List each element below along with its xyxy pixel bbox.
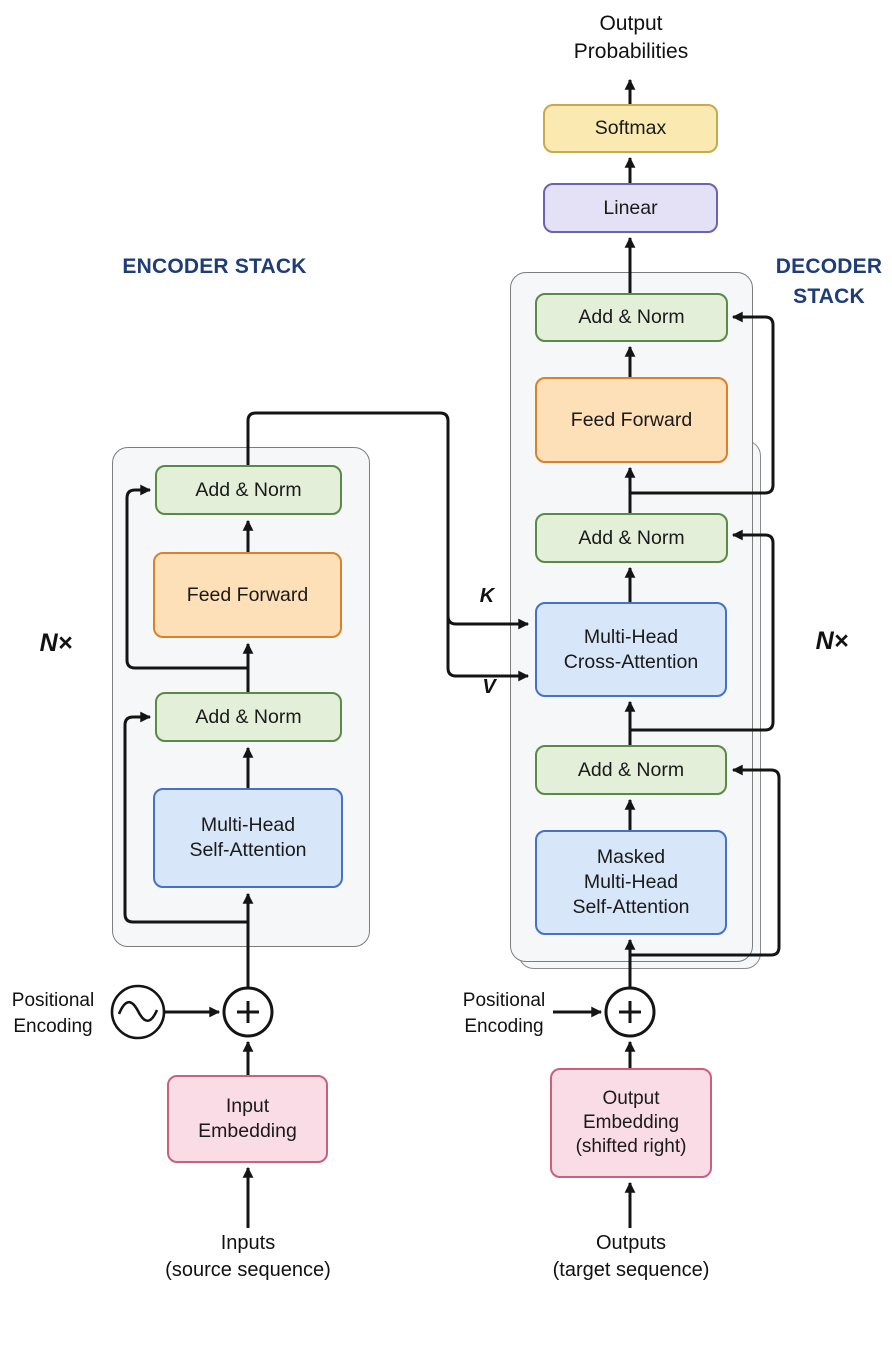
- input-embedding-line1: Input: [225, 1095, 270, 1118]
- linear-box: Linear: [543, 183, 718, 233]
- inputs-caption-line2: (source sequence): [165, 1259, 331, 1281]
- decoder-stack-heading: DECODER STACK: [766, 252, 892, 313]
- encoder-pe-line2: Encoding: [13, 1015, 93, 1037]
- encoder-attention-skip: [123, 711, 248, 924]
- decoder-cross-attention-line1: Multi-Head: [583, 625, 679, 648]
- value-label: V: [482, 676, 496, 698]
- linear-label: Linear: [603, 196, 658, 219]
- decoder-add-norm-mid-box: Add & Norm: [535, 513, 728, 563]
- decoder-masked-attention-line3: Self-Attention: [572, 895, 690, 918]
- output-probabilities-line2: Probabilities: [573, 40, 689, 64]
- encoder-feed-forward-box: Feed Forward: [153, 552, 342, 638]
- decoder-repeat-label: N×: [815, 627, 849, 655]
- output-embedding-box: Output Embedding (shifted right): [550, 1068, 712, 1178]
- encoder-self-attention-box: Multi-Head Self-Attention: [153, 788, 343, 888]
- decoder-masked-attention-line2: Multi-Head: [583, 871, 679, 894]
- encoder-stack-heading: ENCODER STACK: [122, 255, 307, 278]
- encoder-to-decoder-kv-wires: [246, 411, 530, 682]
- decoder-residual-connections: [630, 311, 781, 957]
- encoder-plus-glyph: [237, 1001, 259, 1023]
- output-probabilities-label: Output Probabilities: [556, 10, 706, 67]
- decoder-masked-attention-box: Masked Multi-Head Self-Attention: [535, 830, 727, 935]
- decoder-add-norm-top-label: Add & Norm: [578, 306, 685, 329]
- softmax-box: Softmax: [543, 104, 718, 153]
- encoder-feedforward-skip: [125, 484, 248, 670]
- softmax-label: Softmax: [594, 117, 667, 140]
- decoder-add-norm-bottom-box: Add & Norm: [535, 745, 727, 795]
- outputs-caption-line1: Outputs: [595, 1232, 667, 1254]
- output-embedding-line3: (shifted right): [575, 1136, 687, 1158]
- decoder-plus-glyph: [619, 1001, 641, 1023]
- decoder-pe-line1: Positional: [462, 990, 546, 1011]
- decoder-cross-attention-skip: [630, 529, 775, 732]
- input-embedding-line2: Embedding: [198, 1120, 297, 1142]
- value-wire: [246, 411, 530, 682]
- encoder-self-attention-line1: Multi-Head: [200, 814, 296, 837]
- inputs-caption-line1: Inputs: [220, 1232, 276, 1254]
- decoder-add-norm-top-box: Add & Norm: [535, 293, 728, 342]
- input-embedding-box: Input Embedding: [167, 1075, 328, 1163]
- decoder-feed-forward-box: Feed Forward: [535, 377, 728, 463]
- decoder-feed-forward-label: Feed Forward: [570, 408, 693, 431]
- decoder-positional-encoding-label: Positional Encoding: [454, 988, 554, 1039]
- inputs-caption: Inputs (source sequence): [148, 1230, 348, 1284]
- decoder-feedforward-skip: [630, 311, 775, 495]
- sine-wave-curve: [117, 1000, 159, 1023]
- encoder-add-norm-bottom-box: Add & Norm: [155, 692, 342, 742]
- key-label: K: [479, 585, 495, 607]
- encoder-add-norm-bottom-label: Add & Norm: [195, 705, 302, 728]
- decoder-masked-attention-line1: Masked: [596, 846, 666, 869]
- encoder-pe-line1: Positional: [11, 990, 95, 1011]
- decoder-cross-attention-box: Multi-Head Cross-Attention: [535, 602, 727, 697]
- key-wire: [446, 600, 530, 630]
- encoder-repeat-label: N×: [39, 629, 73, 657]
- encoder-self-attention-line2: Self-Attention: [189, 839, 307, 861]
- decoder-heading-line1: DECODER: [775, 255, 883, 278]
- outputs-caption-line2: (target sequence): [552, 1259, 710, 1281]
- encoder-add-norm-top-label: Add & Norm: [195, 478, 302, 501]
- encoder-add-norm-top-box: Add & Norm: [155, 465, 342, 515]
- output-embedding-line1: Output: [602, 1087, 660, 1109]
- output-embedding-line2: Embedding: [582, 1111, 680, 1133]
- output-probabilities-line1: Output: [599, 12, 663, 35]
- decoder-add-norm-mid-label: Add & Norm: [578, 526, 685, 549]
- decoder-pe-line2: Encoding: [464, 1015, 544, 1037]
- decoder-add-norm-bottom-label: Add & Norm: [577, 758, 685, 781]
- encoder-feed-forward-label: Feed Forward: [186, 583, 309, 606]
- decoder-masked-attention-skip: [630, 764, 781, 957]
- decoder-positional-encoding-icons: [553, 986, 656, 1038]
- decoder-heading-line2: STACK: [793, 285, 865, 309]
- encoder-positional-encoding-icons: [110, 984, 274, 1040]
- encoder-positional-encoding-label: Positional Encoding: [3, 988, 103, 1039]
- decoder-cross-attention-line2: Cross-Attention: [563, 650, 699, 673]
- outputs-caption: Outputs (target sequence): [531, 1230, 731, 1284]
- encoder-residual-connections: [123, 484, 248, 924]
